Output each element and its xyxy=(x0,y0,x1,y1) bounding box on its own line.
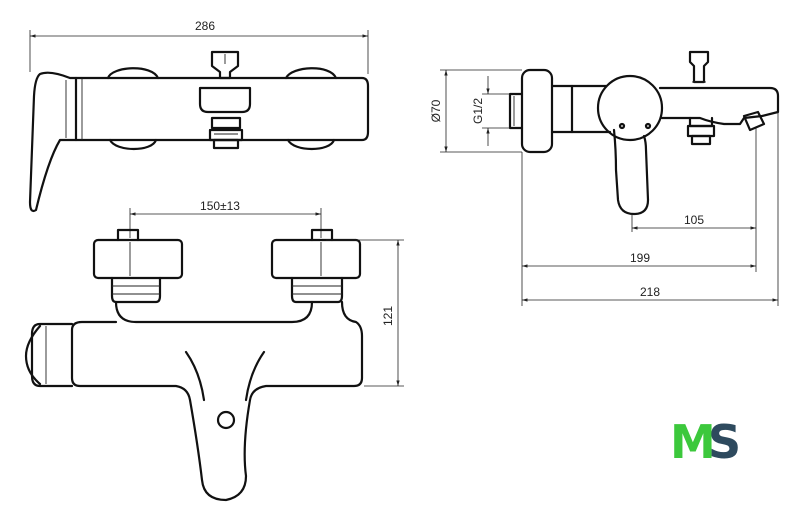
top-body xyxy=(74,76,370,142)
logo-letter-m: M xyxy=(670,415,716,469)
dim-inlet-spacing: 150±13 xyxy=(200,199,240,213)
top-view: 286 xyxy=(28,19,370,213)
side-lever xyxy=(612,128,650,216)
dim-spout-projection: 105 xyxy=(684,213,704,227)
dim-depth-overall: 218 xyxy=(640,285,660,299)
front-view: 150±13 121 xyxy=(24,199,404,502)
front-left-inlet-stub xyxy=(116,228,140,242)
dim-height: 121 xyxy=(381,306,395,326)
front-body xyxy=(70,300,364,502)
dim-depth-body: 199 xyxy=(630,251,650,265)
dim-thread: G1/2 xyxy=(471,98,485,124)
front-side-knob xyxy=(30,322,74,388)
front-right-inlet-stub xyxy=(310,228,334,242)
top-right-disc-top xyxy=(284,67,338,80)
top-lever xyxy=(28,71,78,213)
front-right-inlet-nut xyxy=(270,238,362,280)
top-right-disc-bottom xyxy=(286,138,336,151)
top-outlet-nut xyxy=(210,116,242,130)
dim-diameter: Ø70 xyxy=(429,99,443,122)
top-left-disc-bottom xyxy=(108,138,158,151)
side-view: Ø70 G1/2 105 199 218 xyxy=(429,50,780,306)
front-left-inlet-nut xyxy=(92,238,184,280)
dim-width-overall: 286 xyxy=(195,19,215,33)
ms-logo: M S xyxy=(670,415,741,469)
top-left-disc-top xyxy=(106,67,160,80)
side-wall-flange xyxy=(520,68,554,154)
side-handle-cap xyxy=(596,74,664,142)
logo-letter-s: S xyxy=(708,415,741,469)
side-diverter xyxy=(688,50,710,84)
top-outlet-recess xyxy=(198,86,252,114)
front-lever-hole xyxy=(216,410,236,430)
side-spout xyxy=(658,86,780,126)
side-body xyxy=(550,84,612,134)
top-diverter xyxy=(210,50,240,80)
side-thread-stub xyxy=(508,92,524,130)
